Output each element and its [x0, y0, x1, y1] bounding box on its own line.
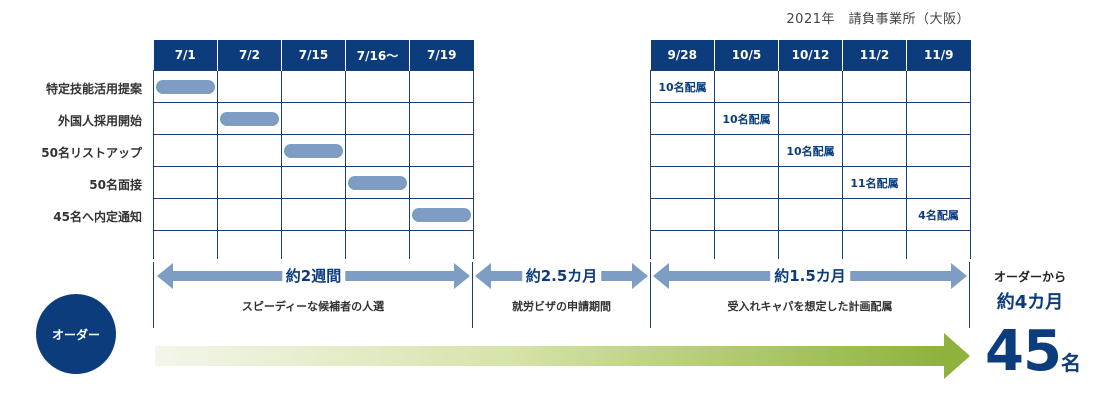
- phase-duration: 約1.5カ月: [770, 263, 850, 289]
- date-header: 10/5: [714, 40, 779, 71]
- phase-divider: [472, 262, 473, 328]
- result-count-number: 45: [985, 319, 1062, 384]
- table-row: 10名配属: [650, 134, 971, 167]
- recruitment-schedule-table: 7/1 7/2 7/15 7/16〜 7/19: [153, 40, 474, 259]
- date-header: 7/1: [153, 40, 218, 71]
- table-row: [153, 102, 474, 135]
- date-header: 11/2: [842, 40, 907, 71]
- result-from-label: オーダーから: [993, 270, 1066, 284]
- date-header: 9/28: [650, 40, 715, 71]
- arrow-right-icon: [454, 263, 470, 289]
- phase-duration: 約2週間: [281, 263, 346, 289]
- period-note: 2021年 請負事業所（大阪）: [786, 12, 970, 27]
- table-row: [153, 70, 474, 103]
- date-header: 7/16〜: [345, 40, 410, 71]
- order-circle: オーダー: [36, 294, 116, 374]
- row-label-offer: 45名へ内定通知: [53, 210, 142, 224]
- task-bar-listup: [284, 144, 343, 158]
- row-label-hiring-start: 外国人採用開始: [57, 114, 142, 128]
- arrow-right-icon: [632, 263, 648, 289]
- phase-duration: 約2.5カ月: [521, 263, 602, 289]
- table-row: 10名配属: [650, 70, 971, 103]
- row-label-interview: 50名面接: [89, 178, 142, 192]
- phase-description: スピーディーな候補者の人選: [241, 300, 385, 313]
- phase-description: 受入れキャパを想定した計画配属: [727, 300, 893, 313]
- table-row: [153, 134, 474, 167]
- table-row: 4名配属: [650, 198, 971, 231]
- task-bar-interview: [348, 176, 407, 190]
- table-row: 11名配属: [650, 166, 971, 199]
- task-bar-proposal: [156, 80, 215, 94]
- phase-description: 就労ビザの申請期間: [512, 300, 611, 313]
- phase-divider: [153, 262, 154, 328]
- result-duration: 約4カ月: [996, 292, 1064, 313]
- assignment-cell: 4名配属: [906, 198, 971, 231]
- timeline-arrow-bar: [155, 346, 945, 366]
- result-count: 45名: [985, 316, 1081, 388]
- assignment-cell: 10名配属: [714, 102, 779, 135]
- date-header: 7/15: [281, 40, 346, 71]
- row-label-listup: 50名リストアップ: [41, 146, 142, 160]
- phase-arrow-assignment: 約1.5カ月: [653, 263, 967, 289]
- arrow-left-icon: [653, 263, 669, 289]
- table-row: [153, 166, 474, 199]
- arrow-right-icon: [951, 263, 967, 289]
- table-row: [153, 198, 474, 231]
- table-row: 10名配属: [650, 102, 971, 135]
- result-count-unit: 名: [1060, 351, 1081, 375]
- phase-arrow-selection: 約2週間: [157, 263, 470, 289]
- assignment-cell: 10名配属: [650, 70, 715, 103]
- task-bar-hiring-start: [220, 112, 279, 126]
- phase-divider: [650, 262, 651, 328]
- task-bar-offer: [412, 208, 471, 222]
- assignment-cell: 10名配属: [778, 134, 843, 167]
- phase-arrow-visa: 約2.5カ月: [475, 263, 648, 289]
- row-label-proposal: 特定技能活用提案: [45, 82, 142, 96]
- date-header: 10/12: [778, 40, 843, 71]
- arrow-left-icon: [475, 263, 491, 289]
- assignment-cell: 11名配属: [842, 166, 907, 199]
- date-header: 7/2: [217, 40, 282, 71]
- arrow-left-icon: [157, 263, 173, 289]
- date-header: 11/9: [906, 40, 971, 71]
- date-header: 7/19: [409, 40, 474, 71]
- phase-divider: [969, 262, 970, 328]
- order-label: オーダー: [51, 327, 100, 342]
- timeline-arrow-head-icon: [944, 333, 970, 379]
- assignment-schedule-table: 9/28 10/5 10/12 11/2 11/9 10名配属 10名配属 10…: [650, 40, 971, 259]
